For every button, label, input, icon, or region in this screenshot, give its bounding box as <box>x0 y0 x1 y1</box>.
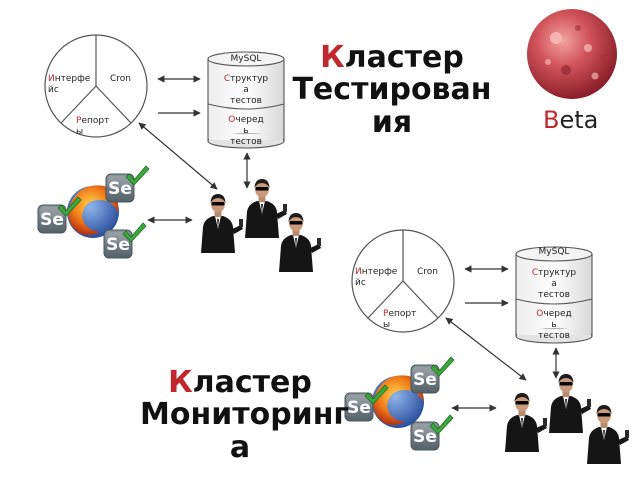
testing-db-label: MySQL <box>230 54 262 64</box>
testing-mysql-db <box>207 51 285 149</box>
selenium-badge-3: Se <box>410 421 440 451</box>
testing-arrow-pie-agents <box>138 122 218 190</box>
agent-icon <box>279 213 321 272</box>
monitoring-pie-interface-label: Интерфе йс <box>355 267 398 288</box>
testing-pie-interface-label: Интерфе йс <box>48 74 91 95</box>
beta-rest: eta <box>559 106 599 134</box>
agent-icon <box>201 194 243 253</box>
svg-text:Se: Se <box>40 210 64 230</box>
agent-icon <box>549 374 591 433</box>
monitoring-db-queue-label: Очеред ь тестов <box>536 309 572 341</box>
title-line3: ия <box>371 104 413 140</box>
title-line1: ластер <box>192 365 312 400</box>
monitoring-pie-reports-label: Репорт ы <box>383 309 417 330</box>
title-accent-letter: К <box>168 365 193 400</box>
beta-label: Beta <box>543 106 598 134</box>
title-line2: Тестирован <box>292 72 492 108</box>
testing-cluster-group: Se Se Se <box>37 34 321 272</box>
agent-icon <box>245 179 287 238</box>
testing-pie <box>44 34 148 138</box>
title-accent-letter: К <box>320 40 345 75</box>
monitoring-agents <box>505 374 629 464</box>
svg-text:Se: Se <box>108 179 132 199</box>
testing-cluster-title: Кластер Тестирован ия <box>292 40 492 140</box>
svg-text:Se: Se <box>413 370 437 390</box>
svg-text:Se: Se <box>347 398 371 418</box>
planet-logo <box>527 9 617 99</box>
testing-db-queue-label: Очеред ь тестов <box>228 115 264 147</box>
monitoring-db-structure-label: Структур а тестов <box>531 268 577 300</box>
selenium-badge-1: Se <box>105 173 135 203</box>
agent-icon <box>587 405 629 464</box>
svg-text:Se: Se <box>413 427 437 447</box>
monitoring-selenium-group: Se Se Se <box>344 356 455 451</box>
beta-accent-letter: B <box>543 106 560 134</box>
testing-db-structure-label: Структур а тестов <box>223 74 269 106</box>
svg-text:Se: Se <box>106 235 130 255</box>
selenium-badge-1: Se <box>410 364 440 394</box>
testing-agents <box>201 179 321 272</box>
agent-icon <box>505 393 547 452</box>
monitoring-cluster-group: Se Se Se <box>344 229 629 464</box>
selenium-badge-2: Se <box>37 204 67 234</box>
monitoring-db-label: MySQL <box>538 247 570 257</box>
testing-selenium-group: Se Se Se <box>37 165 150 259</box>
title-line3: а <box>229 429 251 465</box>
monitoring-mysql-db <box>515 246 593 344</box>
monitoring-arrow-pie-agents <box>445 317 527 381</box>
selenium-badge-2: Se <box>344 392 374 422</box>
testing-pie-cron-label: Cron <box>110 74 131 84</box>
monitoring-cluster-title: Кластер Мониторинг а <box>140 365 350 465</box>
testing-pie-reports-label: Репорт ы <box>76 116 110 137</box>
title-line1: ластер <box>344 40 464 75</box>
monitoring-pie-cron-label: Cron <box>417 267 438 277</box>
selenium-badge-3: Se <box>103 229 133 259</box>
title-line2: Мониторинг <box>140 397 350 433</box>
monitoring-pie <box>351 229 455 333</box>
